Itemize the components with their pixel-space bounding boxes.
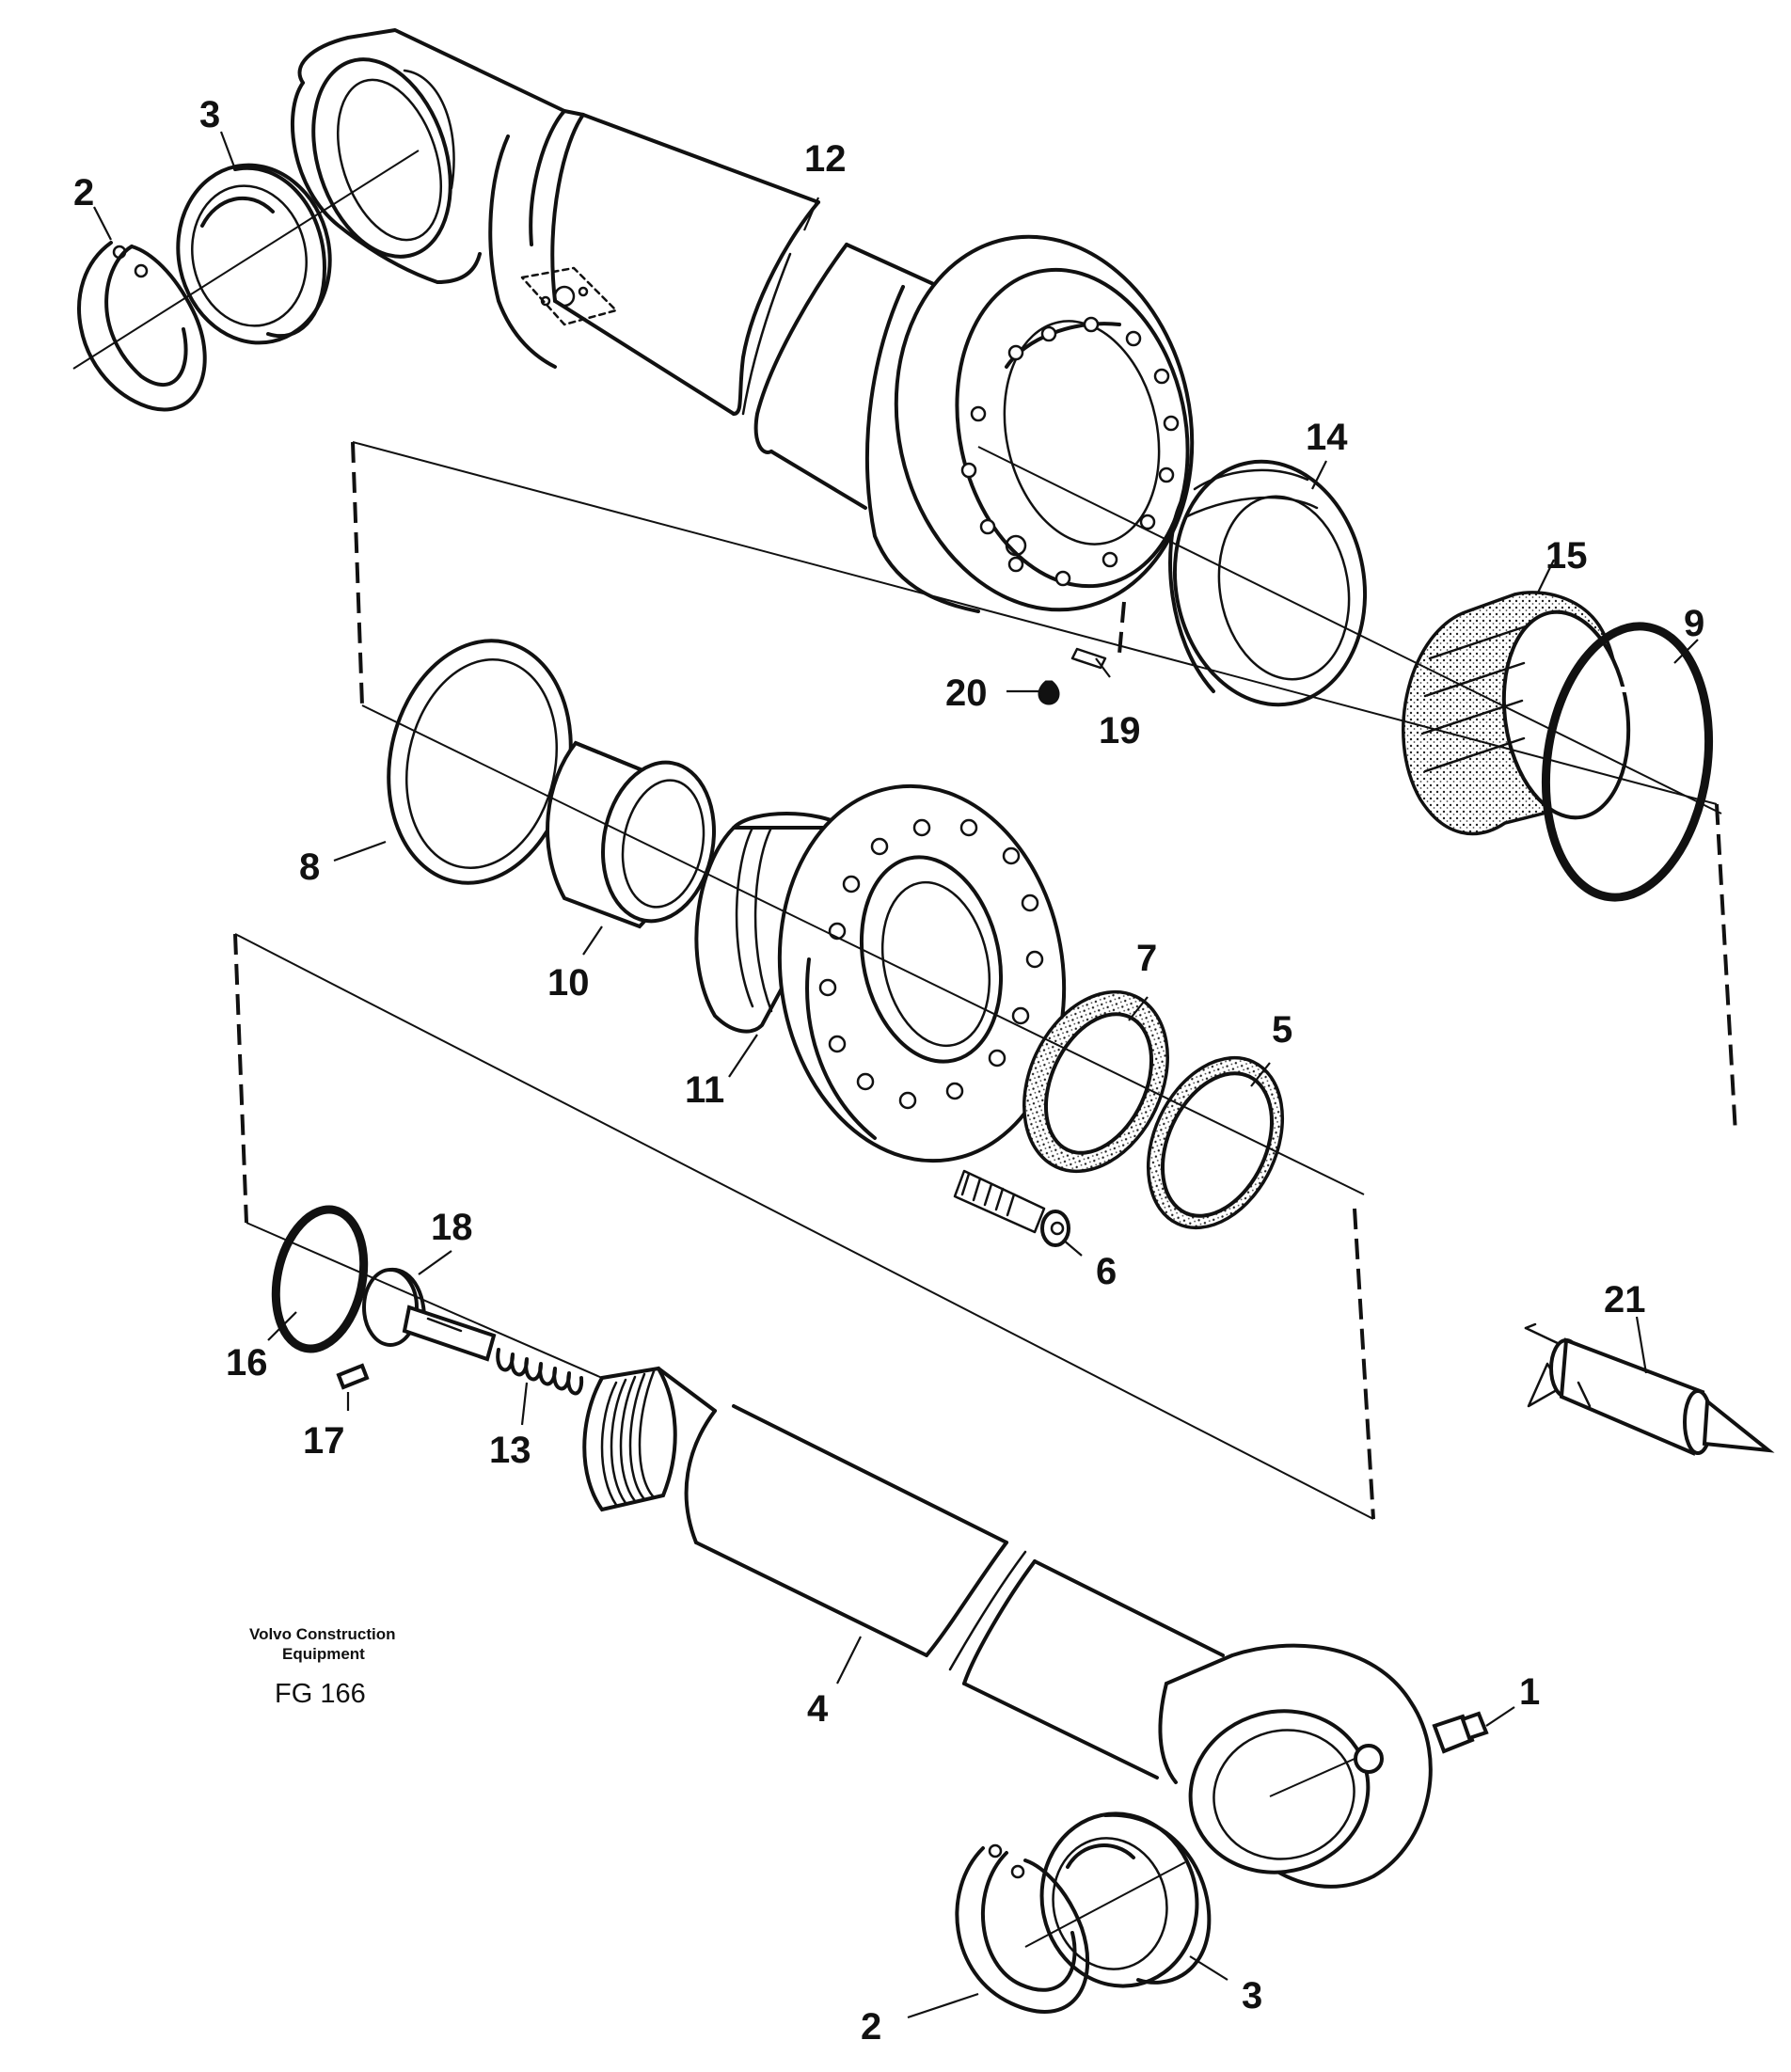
callout-18: 18 xyxy=(431,1207,473,1248)
stippled-seal xyxy=(1402,591,1631,836)
spring-13 xyxy=(496,1348,584,1396)
callout-7: 7 xyxy=(1136,938,1157,979)
bearing-bottom xyxy=(1039,1811,1212,1988)
piston-rod xyxy=(582,1366,1433,1889)
callout-12: 12 xyxy=(804,138,847,180)
callout-3-bottom: 3 xyxy=(1242,1975,1262,2017)
leader-lines xyxy=(93,131,1699,2019)
screw-6 xyxy=(953,1169,1070,1247)
callout-14: 14 xyxy=(1306,417,1348,458)
valve-18 xyxy=(362,1267,497,1362)
callout-17: 17 xyxy=(303,1420,345,1462)
callout-16: 16 xyxy=(226,1342,268,1384)
grease-fitting-1 xyxy=(1432,1711,1489,1754)
guide-ring xyxy=(1168,459,1368,707)
callout-19: 19 xyxy=(1099,710,1141,751)
callout-15: 15 xyxy=(1545,535,1588,577)
callout-9: 9 xyxy=(1684,603,1704,644)
o-ring-16 xyxy=(271,1205,369,1353)
callout-10: 10 xyxy=(547,962,590,1004)
cylinder-tube xyxy=(291,28,1195,613)
snap-ring-bottom xyxy=(955,1843,1090,2014)
callout-4: 4 xyxy=(807,1688,829,1730)
callout-3-top: 3 xyxy=(199,94,220,135)
callout-1: 1 xyxy=(1519,1671,1540,1713)
callout-13: 13 xyxy=(489,1430,531,1471)
callout-2-bottom: 2 xyxy=(861,2006,881,2048)
grease-nipple xyxy=(1038,647,1107,705)
pin-17 xyxy=(336,1363,370,1390)
figure-caption: Volvo Construction Equipment FG 166 xyxy=(249,1625,396,1709)
piston-11 xyxy=(694,783,1067,1163)
snap-ring-top xyxy=(77,241,207,412)
callout-20: 20 xyxy=(945,672,988,714)
callout-11: 11 xyxy=(685,1069,724,1111)
callout-labels: 2 3 12 14 15 9 20 19 8 10 11 7 5 6 18 16… xyxy=(73,94,1704,2048)
figure-code: FG 166 xyxy=(275,1679,366,1709)
callout-6: 6 xyxy=(1096,1251,1117,1292)
callout-5: 5 xyxy=(1272,1009,1292,1051)
assembly-axis-lines xyxy=(72,150,1722,1948)
brand-line-1: Volvo Construction xyxy=(249,1625,396,1643)
callout-8: 8 xyxy=(299,846,320,888)
o-ring-9 xyxy=(1541,622,1714,902)
seal-7 xyxy=(1022,989,1169,1174)
grease-gun-21 xyxy=(1524,1322,1775,1456)
callout-21: 21 xyxy=(1604,1279,1646,1321)
bushing-10 xyxy=(546,740,716,929)
brand-line-2: Equipment xyxy=(282,1645,365,1663)
callout-2-top: 2 xyxy=(73,172,94,214)
